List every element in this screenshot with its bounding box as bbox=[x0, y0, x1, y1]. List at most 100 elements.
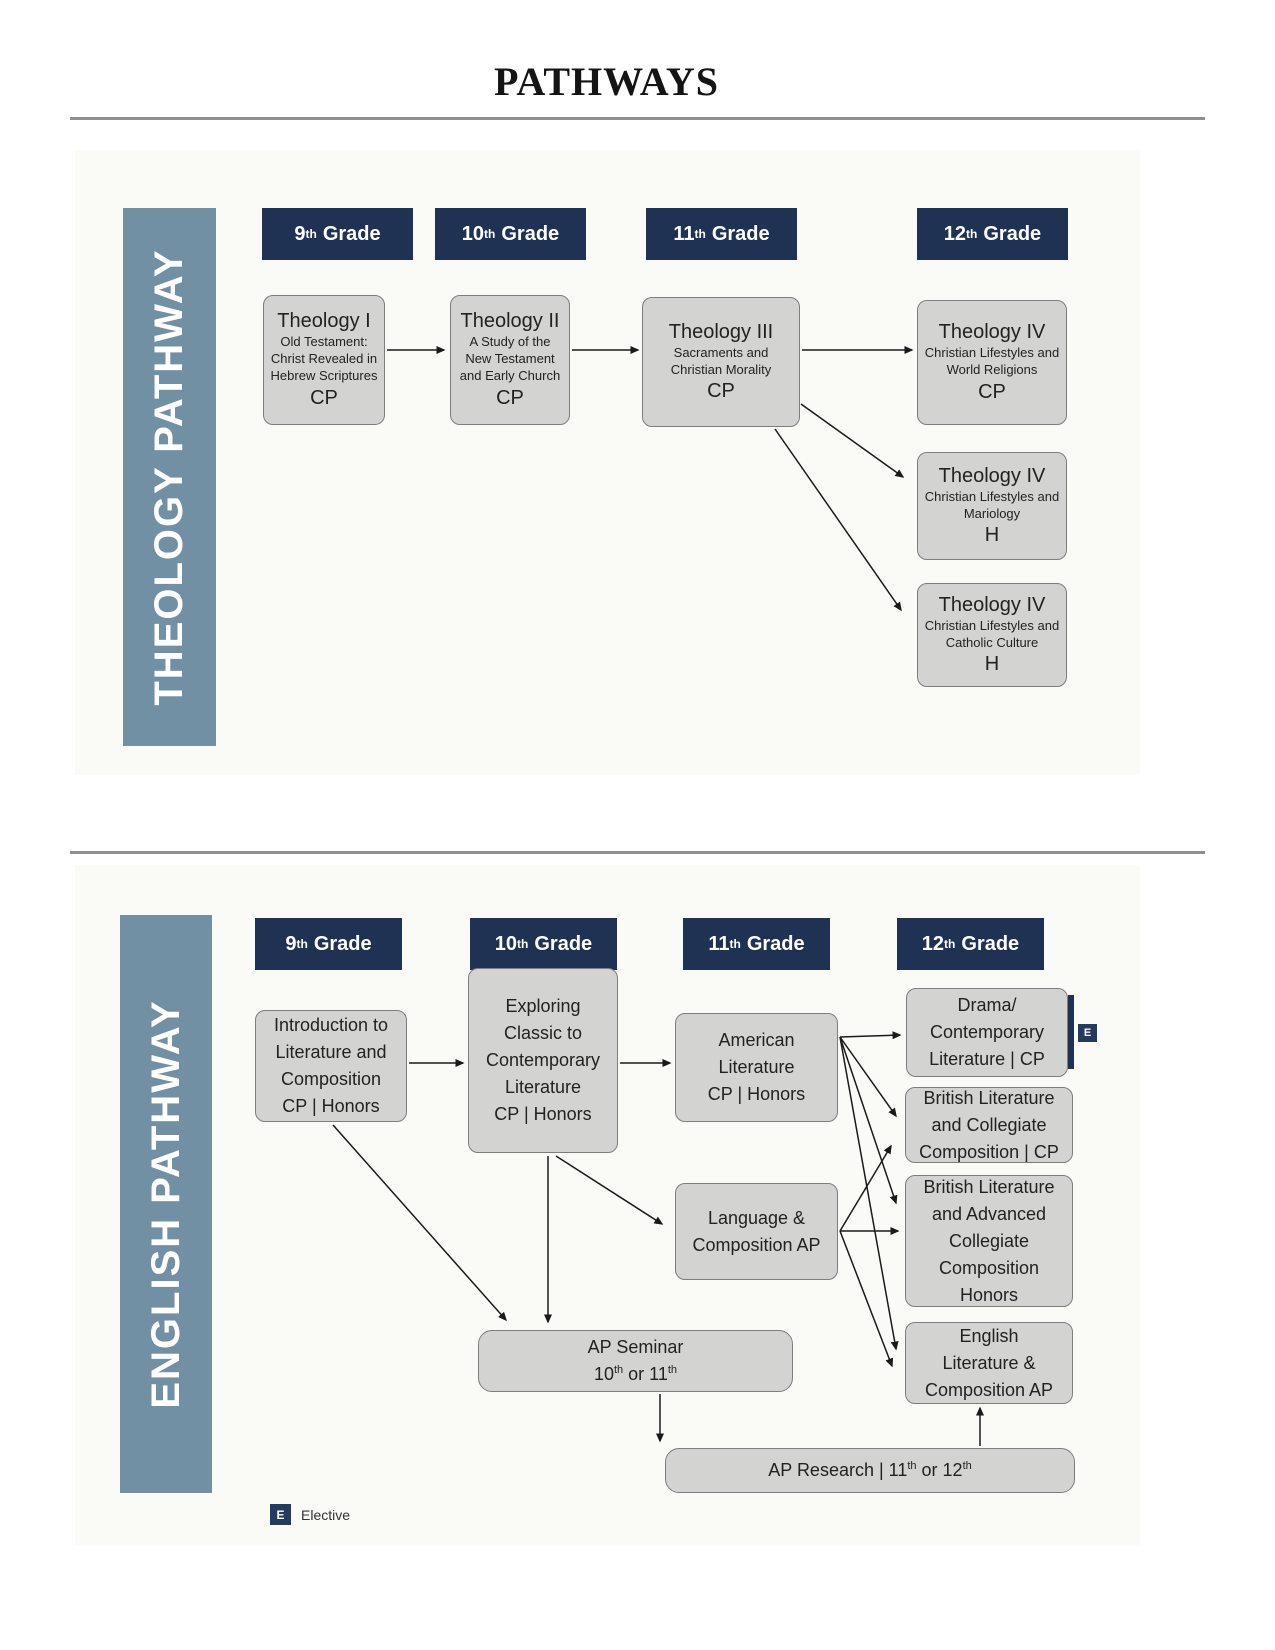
course-subtitle: Christian Lifestyles and Mariology bbox=[924, 488, 1060, 521]
course-title: Theology IV bbox=[938, 321, 1046, 344]
course-level: CP bbox=[707, 380, 735, 403]
course-line: Composition AP bbox=[924, 1379, 1054, 1400]
course-subtitle: Christian Lifestyles and World Religions bbox=[924, 345, 1060, 377]
grade-word: Grade bbox=[501, 222, 560, 245]
ordinal: th bbox=[613, 1364, 624, 1376]
course-level: H bbox=[984, 653, 1000, 676]
course-line: 10th or 11th bbox=[594, 1361, 677, 1388]
course-line: AP Seminar bbox=[587, 1337, 684, 1357]
course-subtitle: A Study of the New Testament and Early C… bbox=[459, 334, 561, 383]
course-english-lit-comp-ap: English Literature & Composition AP bbox=[905, 1322, 1073, 1404]
grade-number: 11 bbox=[708, 932, 730, 955]
drama-elective-bar bbox=[1068, 995, 1074, 1069]
grade-number: 10 bbox=[494, 932, 518, 955]
elective-badge: E bbox=[1078, 1024, 1097, 1042]
header-divider bbox=[70, 117, 1205, 120]
grade-word: Grade bbox=[711, 222, 770, 245]
course-brit-lit-collegiate-cp: British Literature and Collegiate Compos… bbox=[905, 1087, 1073, 1163]
text-part: or 11 bbox=[623, 1364, 668, 1384]
grade-number: 12 bbox=[921, 932, 945, 955]
course-line: Drama/ bbox=[957, 995, 1017, 1015]
course-ap-research: AP Research | 11th or 12th bbox=[665, 1448, 1075, 1493]
course-line: Composition bbox=[938, 1257, 1040, 1278]
course-line: Literature bbox=[504, 1077, 582, 1097]
page-title: PATHWAYS bbox=[493, 59, 720, 104]
course-lang-comp-ap: Language & Composition AP bbox=[675, 1183, 838, 1280]
text-part: or 12 bbox=[916, 1460, 963, 1480]
theology-sidebar-label: THEOLOGY PATHWAY bbox=[147, 248, 191, 706]
course-line: Contemporary bbox=[485, 1050, 601, 1070]
course-line: Introduction to bbox=[273, 1015, 389, 1035]
course-level: CP bbox=[978, 380, 1006, 403]
section-divider bbox=[70, 851, 1205, 854]
course-title: Theology II bbox=[460, 310, 560, 333]
course-ap-seminar: AP Seminar 10th or 11th bbox=[478, 1330, 793, 1392]
course-brit-lit-advanced-honors: British Literature and Advanced Collegia… bbox=[905, 1175, 1073, 1307]
course-line: CP | Honors bbox=[494, 1104, 592, 1124]
course-level: CP bbox=[310, 386, 338, 409]
course-line: Literature bbox=[718, 1057, 795, 1077]
course-line: Literature | CP bbox=[929, 1049, 1045, 1069]
course-title: Theology IV bbox=[938, 593, 1046, 616]
course-title: Theology IV bbox=[938, 464, 1046, 487]
course-theology-4-catholic-culture: Theology IV Christian Lifestyles and Cat… bbox=[917, 583, 1067, 687]
course-line: English bbox=[959, 1325, 1019, 1346]
course-line: AP Research | 11th or 12th bbox=[768, 1457, 972, 1484]
grade-number: 9 bbox=[294, 222, 306, 245]
course-line: Collegiate bbox=[948, 1230, 1030, 1251]
course-line: Honors bbox=[959, 1284, 1019, 1305]
theology-sidebar: THEOLOGY PATHWAY bbox=[123, 208, 216, 746]
grade-number: 11 bbox=[673, 222, 695, 245]
course-line: and Collegiate bbox=[931, 1114, 1047, 1135]
grade-word: Grade bbox=[313, 932, 372, 955]
grade-word: Grade bbox=[983, 222, 1042, 245]
course-drama-contemporary-lit: Drama/ Contemporary Literature | CP bbox=[906, 988, 1068, 1077]
course-line: Classic to bbox=[503, 1023, 583, 1043]
course-line: Composition | CP bbox=[919, 1141, 1059, 1162]
course-line: Literature & bbox=[942, 1352, 1036, 1373]
english-sidebar: ENGLISH PATHWAY bbox=[120, 915, 212, 1493]
course-theology-4-mariology: Theology IV Christian Lifestyles and Mar… bbox=[917, 452, 1067, 560]
ordinal: th bbox=[667, 1364, 678, 1376]
course-line: British Literature bbox=[923, 1176, 1055, 1197]
course-american-lit: American Literature CP | Honors bbox=[675, 1013, 838, 1122]
grade-word: Grade bbox=[534, 932, 593, 955]
grade-number: 10 bbox=[461, 222, 485, 245]
course-theology-3: Theology III Sacraments and Christian Mo… bbox=[642, 297, 800, 427]
legend-elective-badge: E bbox=[270, 1504, 291, 1525]
course-line: Exploring bbox=[505, 996, 581, 1016]
grade-number: 9 bbox=[285, 932, 297, 955]
grade-word: Grade bbox=[961, 932, 1020, 955]
course-subtitle: Christian Lifestyles and Catholic Cultur… bbox=[924, 617, 1060, 650]
text-part: 10 bbox=[593, 1364, 614, 1384]
course-title: Theology I bbox=[277, 310, 371, 333]
course-theology-4-cp: Theology IV Christian Lifestyles and Wor… bbox=[917, 300, 1067, 425]
course-theology-2: Theology II A Study of the New Testament… bbox=[450, 295, 570, 425]
course-line: Literature and bbox=[275, 1042, 387, 1062]
course-line: Composition AP bbox=[692, 1234, 821, 1255]
course-line: British Literature bbox=[923, 1087, 1055, 1108]
course-level: H bbox=[984, 524, 1000, 547]
grade-word: Grade bbox=[322, 222, 381, 245]
grade-number: 12 bbox=[943, 222, 967, 245]
course-line: Contemporary bbox=[929, 1022, 1045, 1042]
course-line: and Advanced bbox=[931, 1203, 1047, 1224]
course-exploring-lit: Exploring Classic to Contemporary Litera… bbox=[468, 968, 618, 1153]
course-theology-1: Theology I Old Testament: Christ Reveale… bbox=[263, 295, 385, 425]
course-line: Language & bbox=[707, 1207, 806, 1228]
course-intro-lit-comp: Introduction to Literature and Compositi… bbox=[255, 1010, 407, 1122]
ordinal: th bbox=[907, 1460, 917, 1472]
text-part: AP Research | 11 bbox=[768, 1460, 908, 1480]
course-title: Theology III bbox=[668, 320, 774, 343]
course-line: CP | Honors bbox=[707, 1084, 806, 1104]
english-sidebar-label: ENGLISH PATHWAY bbox=[143, 999, 188, 1409]
grade-word: Grade bbox=[746, 932, 805, 955]
legend-elective-label: Elective bbox=[301, 1507, 351, 1523]
course-line: Composition bbox=[280, 1069, 382, 1089]
